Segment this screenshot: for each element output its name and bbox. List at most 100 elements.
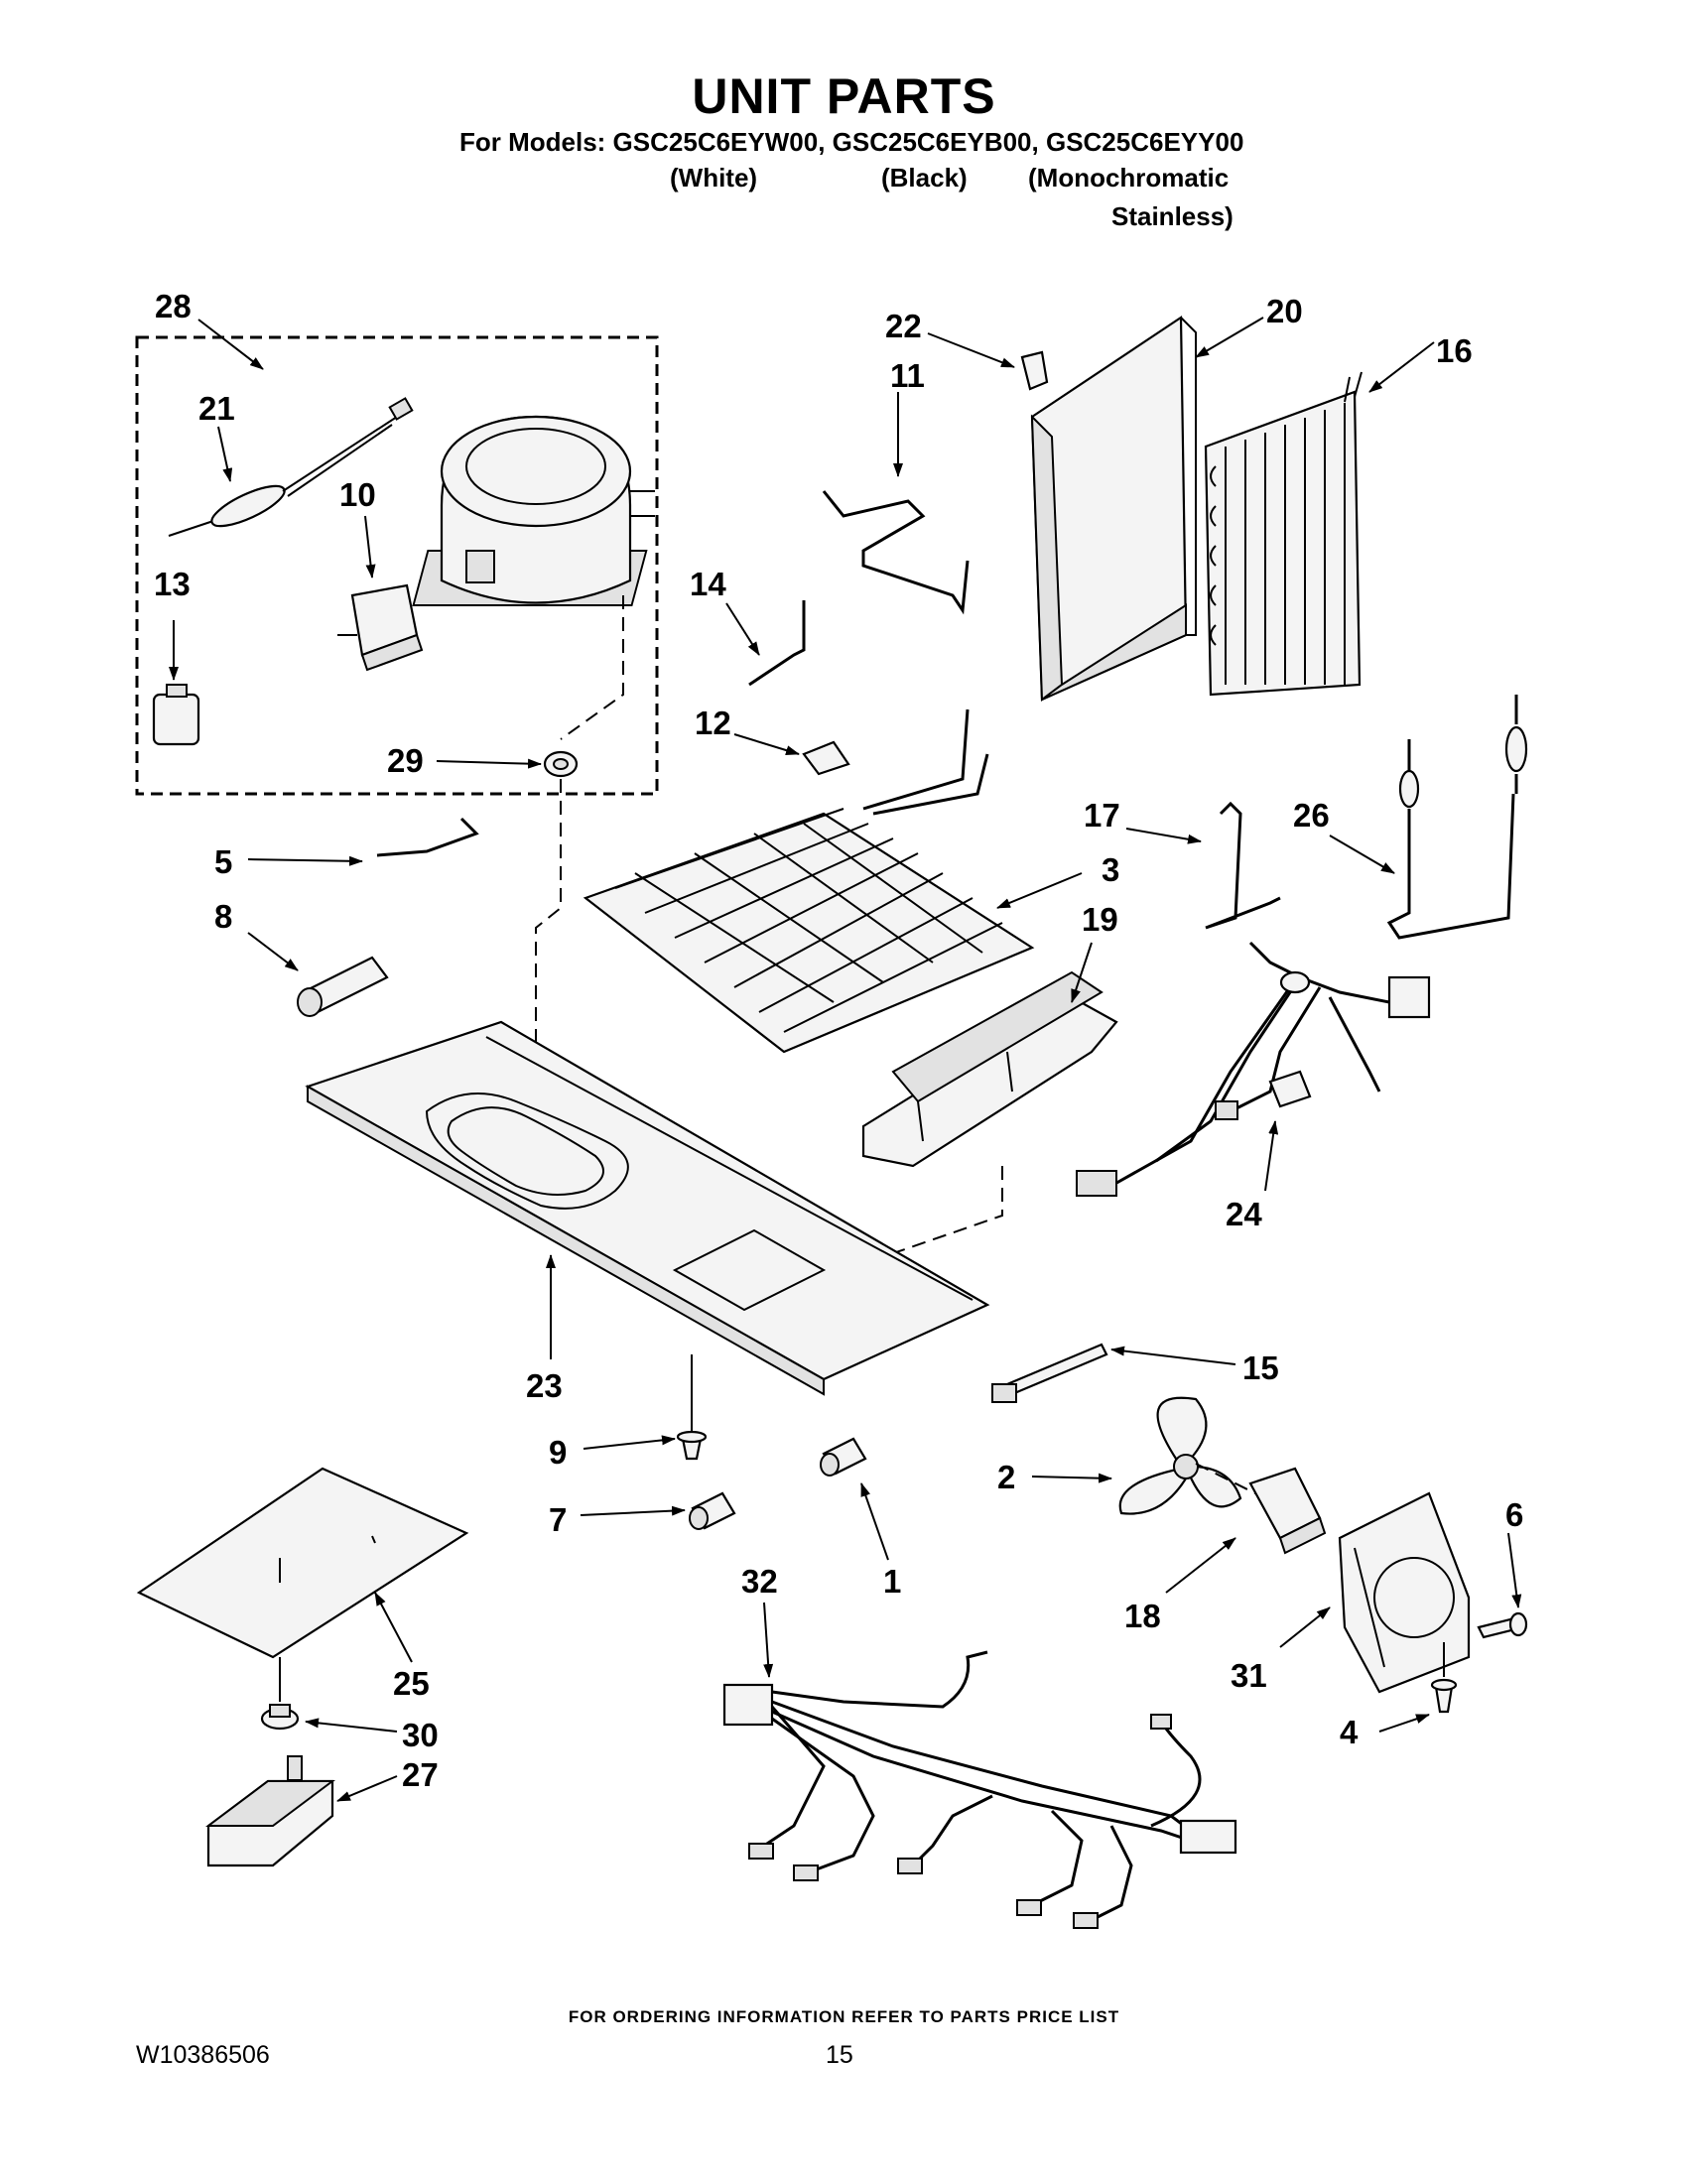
leader-29	[436, 758, 542, 769]
relay-part	[337, 583, 424, 672]
grommet-part	[543, 750, 579, 778]
leader-4	[1378, 1714, 1430, 1733]
leader-2	[1031, 1473, 1112, 1483]
leader-15	[1110, 1346, 1236, 1365]
fan-shroud-part	[1338, 1491, 1471, 1694]
callout-29: 29	[387, 742, 424, 779]
callout-5: 5	[214, 843, 232, 880]
callout-15: 15	[1242, 1349, 1279, 1386]
clip-12-part	[802, 740, 850, 776]
leader-30	[305, 1718, 398, 1733]
clip-30-part	[260, 1704, 300, 1731]
callout-17: 17	[1084, 797, 1120, 834]
wire-clip-part	[376, 817, 479, 857]
callout-9: 9	[549, 1434, 567, 1471]
base-plate-part	[305, 1020, 990, 1396]
callout-24: 24	[1226, 1196, 1262, 1232]
leader-22	[927, 332, 1015, 368]
callout-26: 26	[1293, 797, 1330, 834]
callout-12: 12	[695, 705, 731, 741]
leader-27	[336, 1775, 398, 1802]
compressor-part	[412, 415, 655, 606]
compressor-kit-box	[135, 335, 659, 796]
leader-7	[580, 1505, 686, 1516]
insulation-tube-part	[297, 956, 389, 1017]
model-color-white: (White)	[670, 163, 758, 193]
leader-18	[1165, 1537, 1236, 1594]
tube-part	[822, 490, 970, 615]
leader-24	[1264, 1120, 1279, 1192]
model-color-monochromatic: (Monochromatic	[1028, 163, 1230, 193]
drier-tube-part	[1386, 695, 1528, 940]
spacer-7-part	[689, 1491, 736, 1530]
callout-4: 4	[1340, 1714, 1359, 1750]
leader-3	[996, 872, 1083, 909]
leader-28	[197, 319, 264, 370]
leader-20	[1195, 317, 1264, 358]
leader-25	[374, 1592, 413, 1663]
callout-22: 22	[885, 308, 922, 344]
leader-31	[1279, 1606, 1331, 1648]
leader-17	[1125, 828, 1202, 844]
page-number: 15	[826, 2041, 853, 2069]
callout-28: 28	[155, 288, 192, 324]
control-module-part	[205, 1755, 335, 1867]
tube-14-part	[748, 600, 806, 687]
leader-10	[364, 515, 376, 578]
callout-6: 6	[1505, 1496, 1523, 1533]
fan-motor-part	[1248, 1467, 1327, 1555]
insulation-sheet-part	[136, 1467, 469, 1659]
callout-10: 10	[339, 476, 376, 513]
callout-31: 31	[1231, 1657, 1267, 1694]
callout-19: 19	[1082, 901, 1118, 938]
leader-6	[1507, 1532, 1522, 1608]
callout-32: 32	[741, 1563, 778, 1600]
cable-tie-part	[991, 1343, 1108, 1403]
evaporator-part	[1204, 371, 1363, 697]
callout-30: 30	[402, 1717, 439, 1753]
callout-8: 8	[214, 898, 232, 935]
leader-12	[733, 733, 800, 755]
spacer-1-part	[820, 1437, 867, 1477]
callout-1: 1	[883, 1563, 901, 1600]
leader-5	[247, 855, 363, 866]
leader-32	[763, 1602, 774, 1678]
callout-3: 3	[1102, 851, 1119, 888]
callout-23: 23	[526, 1367, 563, 1404]
evaporator-cover-part	[1030, 315, 1197, 702]
callout-25: 25	[393, 1665, 430, 1702]
model-color-black: (Black)	[881, 163, 968, 193]
models-line: For Models: GSC25C6EYW00, GSC25C6EYB00, …	[459, 127, 1244, 157]
wire-harness-24-part	[1076, 941, 1431, 1197]
hook-part	[1205, 801, 1281, 930]
wire-harness-32-part	[722, 1650, 1237, 1929]
callout-14: 14	[690, 566, 726, 602]
callout-27: 27	[402, 1756, 439, 1793]
callout-2: 2	[997, 1459, 1015, 1495]
condenser-part	[583, 708, 1035, 1054]
callout-21: 21	[198, 390, 235, 427]
leader-9	[583, 1435, 676, 1450]
leader-1	[860, 1482, 889, 1561]
leader-19	[1071, 942, 1093, 1003]
model-color-stainless: Stainless)	[1111, 201, 1234, 231]
callout-16: 16	[1436, 332, 1473, 369]
page-title: UNIT PARTS	[692, 68, 996, 124]
leader-26	[1329, 835, 1395, 874]
ordering-info-note: FOR ORDERING INFORMATION REFER TO PARTS …	[568, 2007, 1120, 2026]
callout-18: 18	[1124, 1598, 1161, 1634]
callout-11: 11	[890, 357, 925, 394]
document-number: W10386506	[136, 2041, 270, 2069]
screw-6-part	[1477, 1611, 1528, 1639]
fan-blade-part	[1118, 1396, 1242, 1515]
screw-4-part	[1430, 1642, 1458, 1714]
leader-21	[217, 426, 233, 482]
callout-20: 20	[1266, 293, 1303, 329]
capacitor-part	[152, 684, 200, 746]
screw-9-part	[676, 1354, 708, 1461]
callout-13: 13	[154, 566, 191, 602]
leader-16	[1368, 341, 1435, 393]
drier-part	[168, 397, 414, 537]
callout-7: 7	[549, 1501, 567, 1538]
